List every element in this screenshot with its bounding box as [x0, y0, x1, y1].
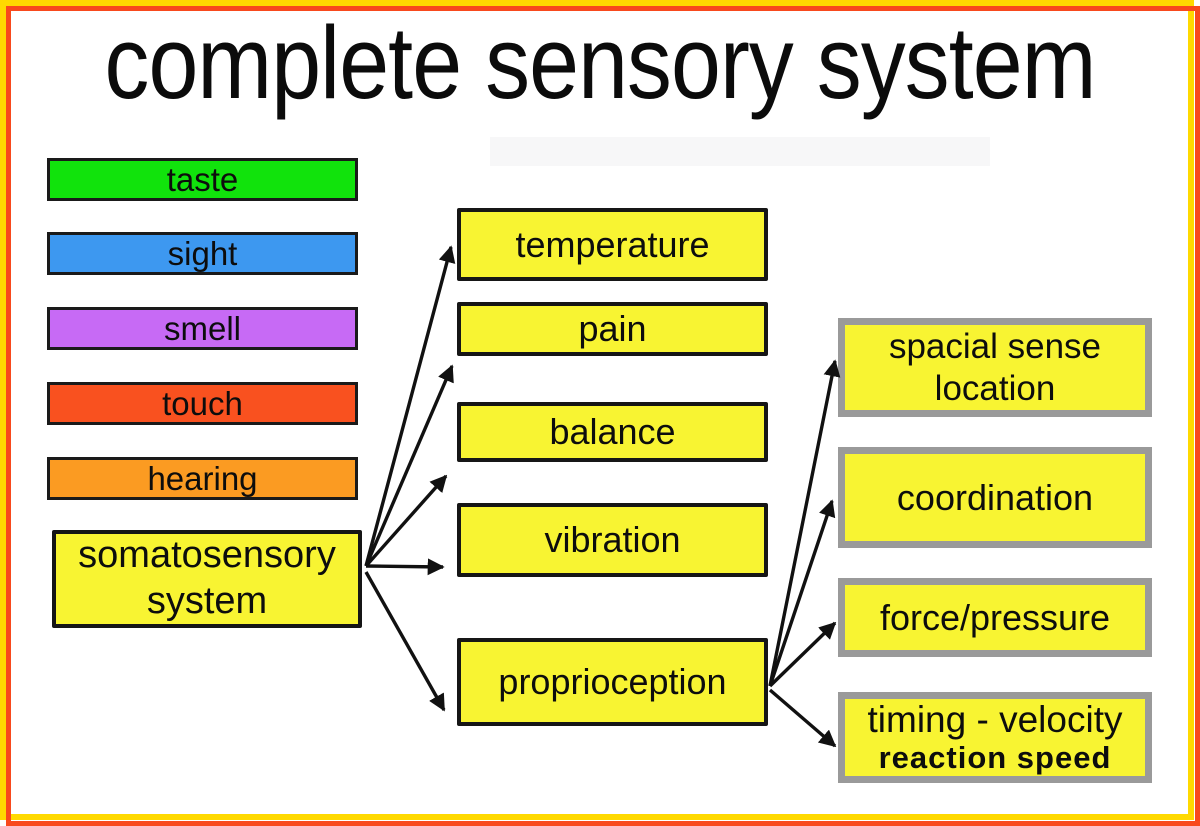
mid-box-proprioception: proprioception — [457, 638, 768, 726]
sense-box-hearing: hearing — [47, 457, 358, 500]
page-title: complete sensory system — [104, 5, 1097, 120]
sense-label-sight: sight — [167, 235, 238, 272]
right-box-force-pressure: force/pressure — [838, 578, 1152, 657]
arrow-proprioception-to-coordination — [768, 499, 836, 687]
sense-label-touch: touch — [162, 385, 243, 422]
sense-box-smell: smell — [47, 307, 358, 350]
mid-box-temperature: temperature — [457, 208, 768, 281]
right-label-force-pressure: force/pressure — [879, 596, 1111, 638]
faint-artifact-strip — [490, 137, 990, 166]
right-label-location: location — [934, 368, 1056, 408]
mid-label-balance: balance — [549, 411, 676, 452]
arrow-hub-to-pain — [364, 364, 454, 567]
right-box-coordination: coordination — [838, 447, 1152, 548]
right-label-coordination: coordination — [896, 476, 1094, 518]
mid-label-proprioception: proprioception — [498, 661, 727, 702]
arrow-hub-to-temperature — [364, 245, 456, 567]
right-label-timing-velocity: timing - velocity — [867, 699, 1123, 741]
mid-label-vibration: vibration — [544, 519, 681, 560]
arrow-proprioception-to-spacial-sense — [768, 359, 841, 687]
arrow-hub-to-balance — [364, 474, 448, 568]
arrow-proprioception-to-timing — [768, 688, 837, 748]
arrow-hub-to-proprioception — [364, 571, 446, 712]
hub-label-line1: somatosensory — [78, 534, 336, 577]
arrow-hub-to-vibration — [365, 558, 445, 576]
right-box-spacial-sense-location: spacial sense location — [838, 318, 1152, 417]
somatosensory-system-box: somatosensory system — [52, 530, 362, 628]
sense-label-hearing: hearing — [147, 460, 258, 497]
mid-label-pain: pain — [578, 308, 647, 349]
sense-box-touch: touch — [47, 382, 358, 425]
right-label-reaction-speed: reaction speed — [878, 739, 1112, 775]
sense-label-smell: smell — [163, 310, 241, 347]
sense-box-sight: sight — [47, 232, 358, 275]
right-label-spacial-sense: spacial sense — [888, 327, 1102, 367]
mid-box-balance: balance — [457, 402, 768, 462]
mid-box-vibration: vibration — [457, 503, 768, 577]
mid-box-pain: pain — [457, 302, 768, 356]
hub-label-line2: system — [146, 580, 268, 622]
sense-box-taste: taste — [47, 158, 358, 201]
arrow-proprioception-to-force-pressure — [768, 621, 837, 688]
sense-label-taste: taste — [166, 161, 239, 198]
mid-label-temperature: temperature — [515, 223, 710, 265]
right-box-timing-velocity: timing - velocity reaction speed — [838, 692, 1152, 783]
